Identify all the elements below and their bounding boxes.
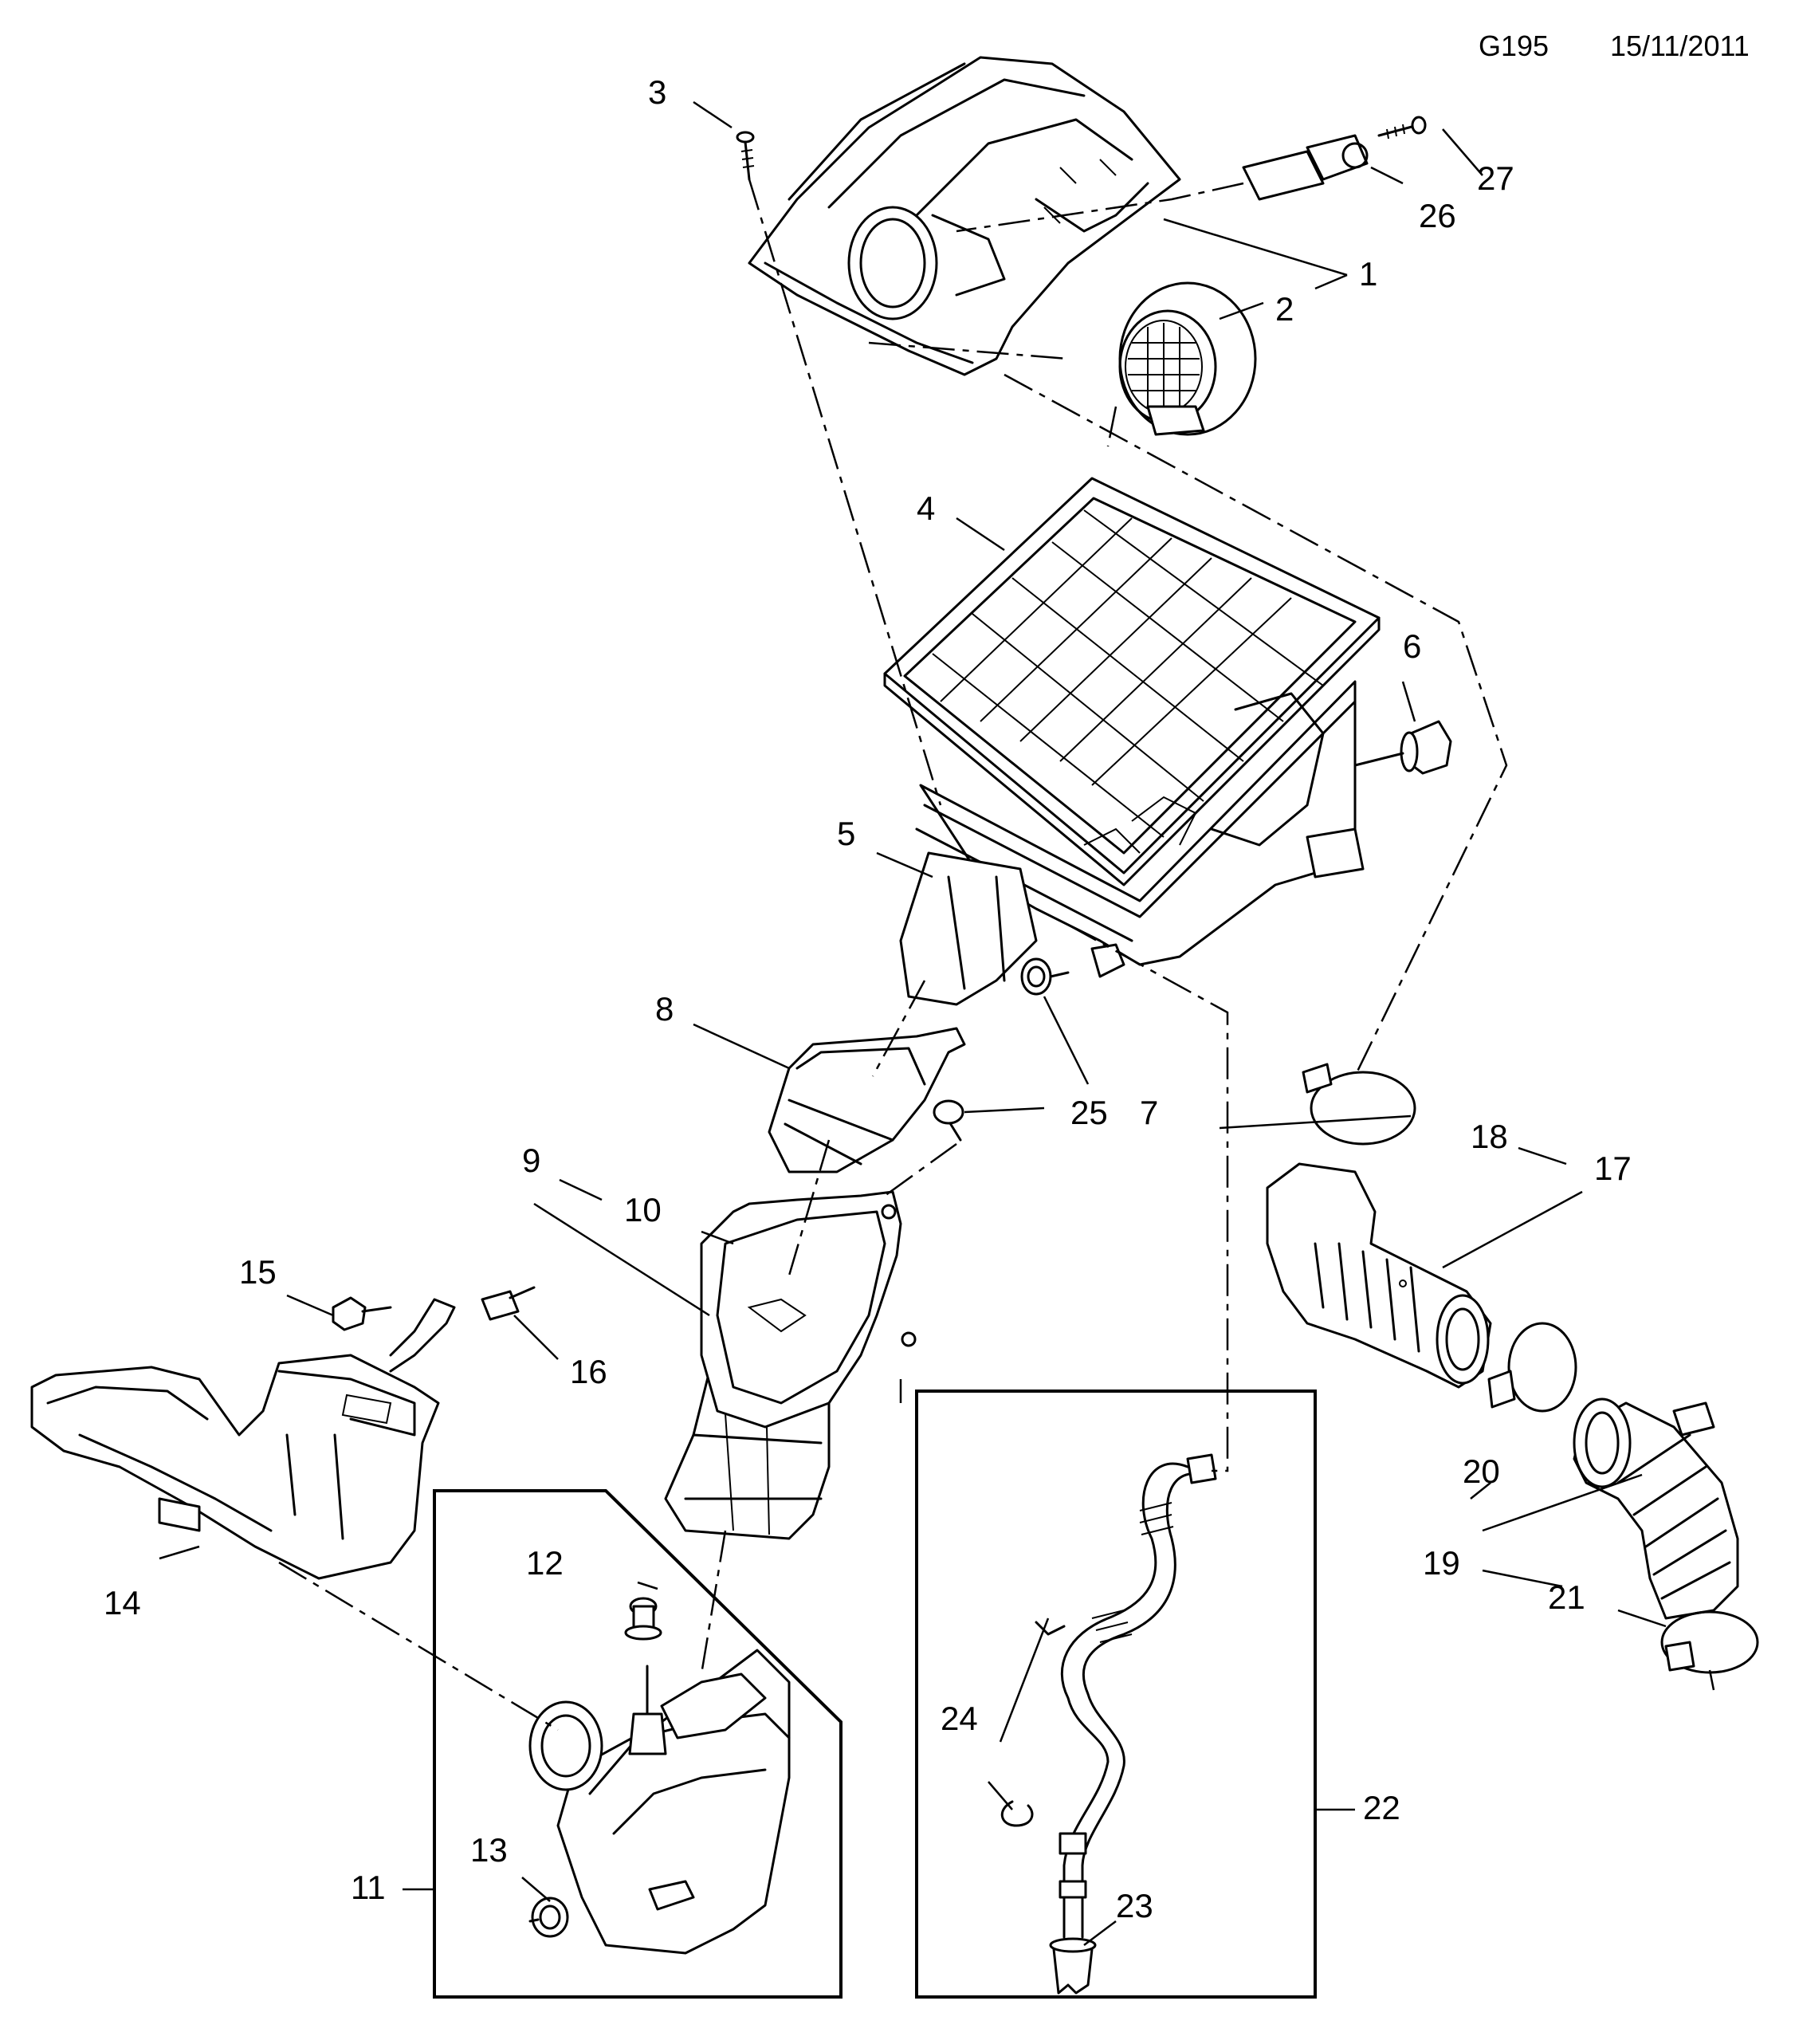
intake-hose-17 [1266,1162,1492,1389]
hose-clamp-18 [1302,1063,1416,1146]
callout-16: 16 [570,1353,607,1390]
callout-5: 5 [837,815,855,852]
callout-10: 10 [624,1191,662,1228]
callout-22: 22 [1363,1789,1400,1826]
callout-26: 26 [1419,197,1456,234]
callout-20: 20 [1463,1452,1500,1490]
screw-3 [736,131,755,181]
diagram-date: 15/11/2011 [1610,29,1750,62]
clip-25 [933,1099,964,1142]
air-filter-element [883,477,1381,886]
callout-2: 2 [1275,290,1294,328]
air-cleaner-housing [899,680,1365,1006]
callout-24: 24 [941,1700,978,1737]
grommet-12 [624,1597,662,1641]
grommet-6 [1353,720,1452,775]
resonator-11 [433,1489,843,1999]
callout-17: 17 [1594,1150,1632,1187]
callout-1: 1 [1359,255,1377,293]
callout-14: 14 [104,1584,141,1621]
hose-clamp-21 [1660,1610,1759,1674]
clip-16 [481,1286,536,1321]
callout-labels: 3 27 26 1 2 4 6 5 8 25 7 18 17 9 10 15 1… [104,73,1632,1924]
hose-clamp-20 [1487,1322,1577,1413]
callout-3: 3 [648,73,666,111]
callout-8: 8 [655,990,674,1028]
callout-19: 19 [1423,1544,1460,1582]
callout-11: 11 [351,1869,386,1906]
bolt-15 [332,1296,392,1331]
clip-24 [1001,1621,1066,1827]
air-intake-duct-14 [30,1298,456,1580]
callout-4: 4 [917,489,935,527]
callout-9: 9 [522,1142,540,1179]
grommet-7 [1020,943,1125,996]
callout-15: 15 [239,1253,277,1291]
leader-lines [159,100,1667,1946]
adapter-gasket-10 [700,1190,917,1429]
callout-18: 18 [1471,1118,1508,1155]
callout-13: 13 [470,1831,508,1869]
grommet-13 [528,1897,569,1938]
screw-27 [1377,116,1427,140]
breather-hose-22 [915,1390,1317,1999]
callout-21: 21 [1548,1578,1585,1616]
air-cleaner-cover [748,56,1181,376]
connector-26 [1242,134,1369,201]
fitting-23 [1049,1937,1097,1995]
intake-hose-19 [1573,1397,1739,1620]
diagram-code: G195 [1479,29,1549,62]
callout-6: 6 [1403,627,1421,665]
callout-7: 7 [1140,1094,1158,1131]
assembly-lines [278,179,1715,1732]
callout-23: 23 [1116,1887,1153,1924]
callout-27: 27 [1477,159,1514,197]
callout-25: 25 [1070,1094,1108,1131]
intake-duct-8 [768,1027,966,1173]
air-flow-sensor [1118,281,1257,436]
callout-12: 12 [526,1544,564,1582]
